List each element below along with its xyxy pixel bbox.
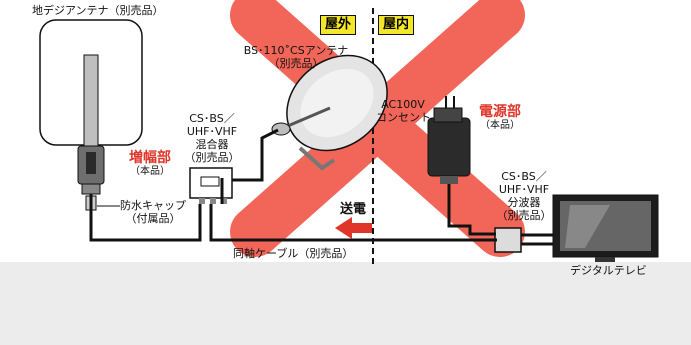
mixer-box xyxy=(189,167,233,204)
splitter-line1: CS･BS／ xyxy=(501,170,547,183)
waterproof-cap-name: 防水キャップ xyxy=(120,199,186,212)
mixer-line2: UHF･VHF xyxy=(186,125,238,138)
satellite-antenna-label: BS･110˚CSアンテナ （別売品） xyxy=(236,44,356,70)
outlet-label: AC100V コンセント xyxy=(376,98,431,124)
splitter-label: CS･BS／ UHF･VHF 分波器 （別売品） xyxy=(492,170,556,222)
mixer-line1: CS･BS／ xyxy=(189,112,235,125)
amplifier-note: （本品） xyxy=(130,166,170,177)
mixer-line4: （別売品） xyxy=(184,151,240,164)
splitter-line4: （別売品） xyxy=(496,209,552,222)
coax-cables xyxy=(89,128,553,246)
amplifier-label: 増幅部 （本品） xyxy=(120,150,180,178)
amplifier-name: 増幅部 xyxy=(129,150,171,166)
terrestrial-antenna xyxy=(39,19,143,171)
mixer-line3: 混合器 xyxy=(195,138,229,151)
power-feed-arrow xyxy=(335,217,372,239)
satellite-antenna-note: （別売品） xyxy=(268,57,324,70)
mixer-label: CS･BS／ UHF･VHF 混合器 （別売品） xyxy=(180,112,244,164)
terrestrial-antenna-label: 地デジアンテナ（別売品） xyxy=(32,4,164,17)
outlet-name: コンセント xyxy=(376,111,431,124)
satellite-antenna-name: BS･110˚CSアンテナ xyxy=(243,44,349,57)
power-unit-label: 電源部 （本品） xyxy=(470,104,530,132)
amplifier-unit xyxy=(77,145,105,195)
satellite-dish xyxy=(271,54,388,171)
waterproof-cap-note: （付属品） xyxy=(125,212,181,225)
tv-label: デジタルテレビ xyxy=(570,264,647,277)
splitter-line3: 分波器 xyxy=(507,196,541,209)
tv-set xyxy=(552,194,659,262)
splitter-line2: UHF･VHF xyxy=(498,183,550,196)
zone-tag-indoor: 屋内 xyxy=(378,15,415,35)
power-unit-device xyxy=(427,96,471,184)
power-unit-name: 電源部 xyxy=(479,104,521,120)
power-unit-note: （本品） xyxy=(480,120,520,131)
outlet-voltage: AC100V xyxy=(381,98,425,111)
waterproof-cap-label: 防水キャップ （付属品） xyxy=(116,199,190,225)
power-feed-label: 送電 xyxy=(340,202,367,217)
bottom-panel xyxy=(0,262,691,345)
zone-tag-outdoor: 屋外 xyxy=(320,15,357,35)
splitter-box xyxy=(494,227,522,253)
coax-cable-label: 同軸ケーブル（別売品） xyxy=(233,247,354,260)
